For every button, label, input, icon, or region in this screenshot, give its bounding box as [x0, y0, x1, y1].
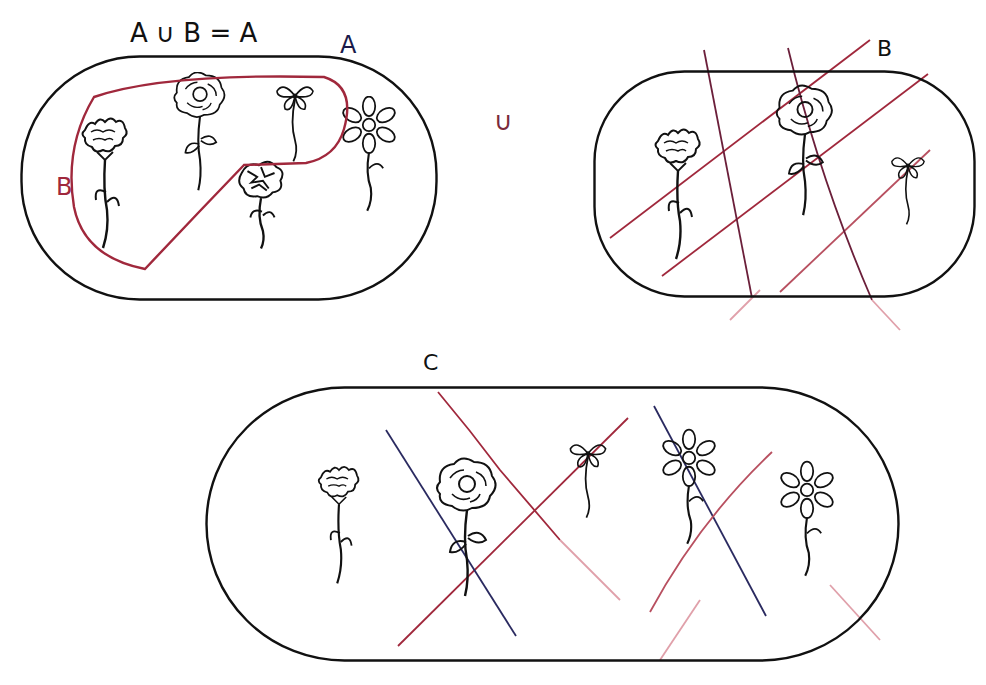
outline-stroke: [72, 76, 348, 269]
outline-stroke: [595, 72, 975, 297]
scribble-flower: [239, 162, 282, 249]
subset-region: B: [44, 67, 344, 283]
outline: [20, 55, 438, 301]
carnation-flower: [83, 119, 127, 249]
outline: [44, 67, 344, 283]
daisy-flower: [661, 430, 718, 544]
set-label: B: [56, 175, 72, 199]
set-oval: C: [205, 386, 900, 662]
set-oval: AB: [20, 55, 438, 301]
bow-flower: [892, 158, 924, 225]
outline: [205, 386, 900, 662]
set-label: B: [877, 38, 892, 60]
hatch-lines: [610, 40, 930, 330]
set-label: C: [423, 352, 438, 374]
rose-flower: [437, 458, 496, 596]
daisy-flower: [779, 462, 836, 576]
outline-stroke: [22, 57, 437, 300]
bow-flower: [570, 445, 605, 518]
hatch-lines: [386, 392, 880, 660]
outline-stroke: [207, 388, 899, 661]
carnation-flower: [656, 130, 700, 260]
rose-flower: [777, 85, 832, 215]
daisy-flower: [341, 97, 398, 211]
set-equation: A ∪ B = A: [130, 20, 257, 46]
bow-flower: [277, 87, 313, 161]
carnation-flower: [319, 467, 359, 584]
union-symbol: ∪: [494, 108, 513, 134]
rose-flower: [174, 72, 224, 190]
set-label: A: [340, 33, 356, 57]
outline: [593, 70, 976, 298]
set-oval: B: [593, 70, 976, 298]
